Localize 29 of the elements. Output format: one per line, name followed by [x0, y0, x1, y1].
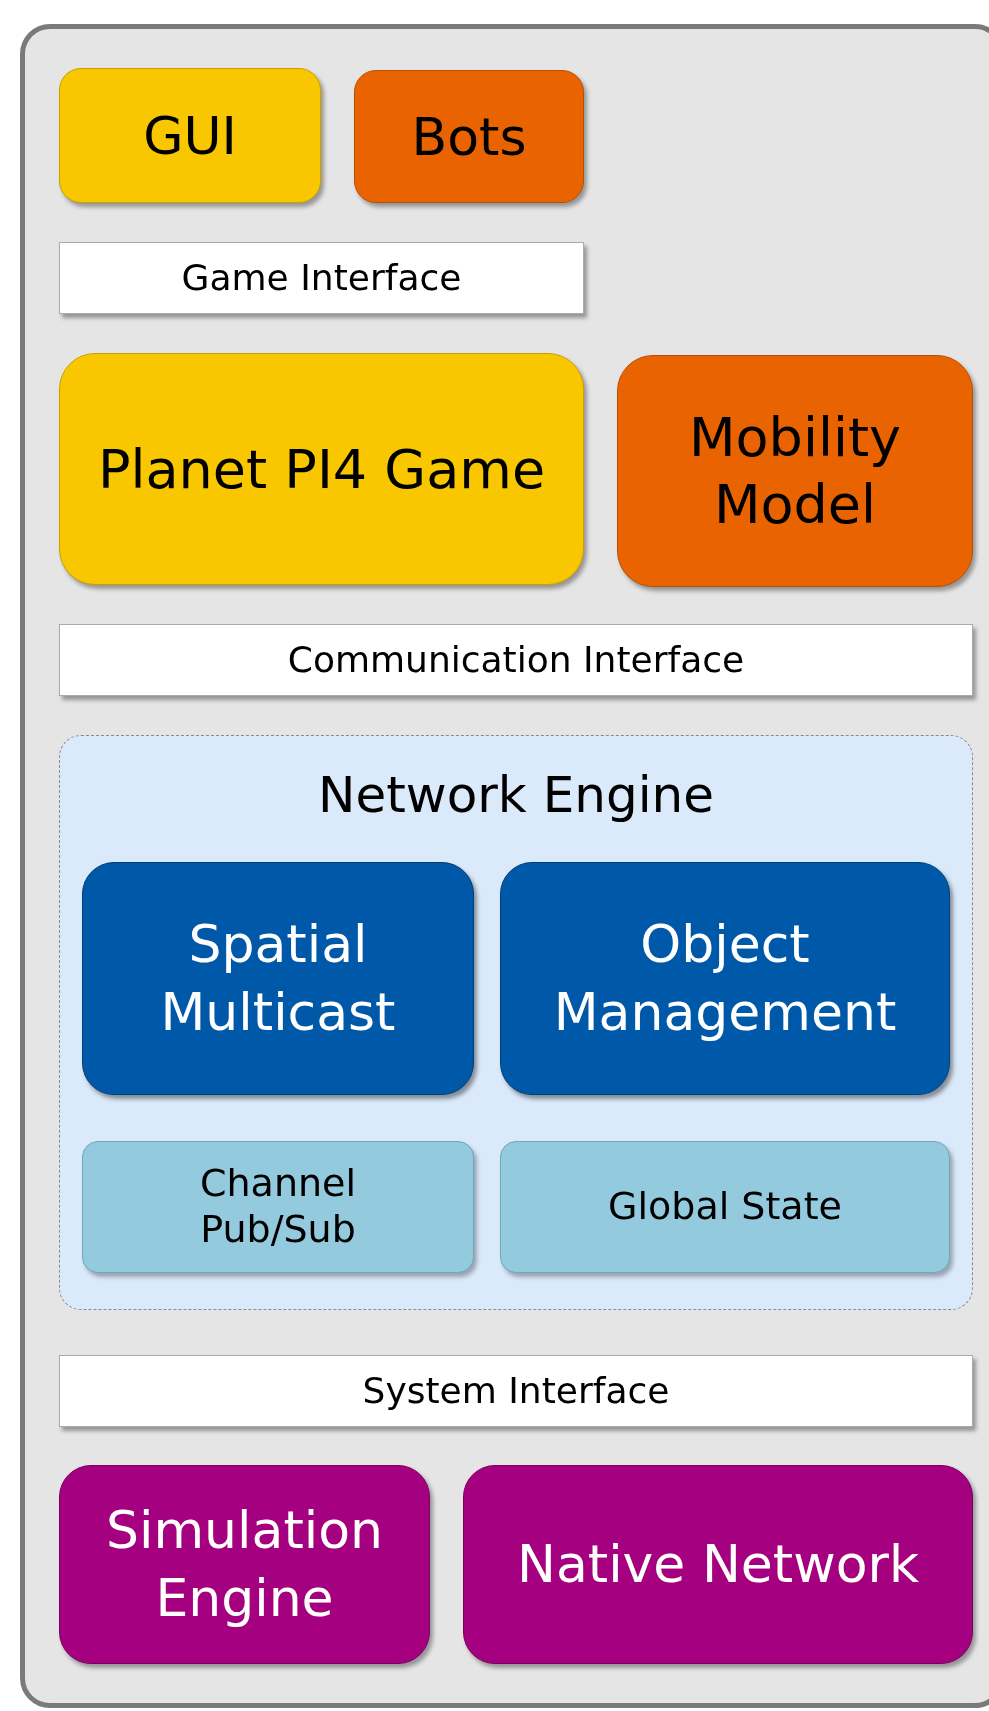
module-box [500, 1141, 950, 1273]
component-box [59, 353, 584, 585]
box-label: Spatial Multicast [159, 912, 397, 1044]
box-label: Object Management [552, 912, 898, 1044]
group-title: Network Engine [318, 765, 714, 826]
component-box [59, 68, 321, 203]
interface-bar [59, 1355, 973, 1427]
box-label: Channel Pub/Sub [199, 1161, 357, 1253]
group-panel [59, 735, 973, 1310]
module-box [500, 862, 950, 1095]
bar-label: System Interface [362, 1369, 670, 1413]
box-label: Mobility Model [687, 404, 902, 538]
module-box [82, 1141, 474, 1273]
platform-box [463, 1465, 973, 1664]
bar-label: Game Interface [181, 256, 462, 300]
box-label: Simulation Engine [105, 1498, 384, 1630]
box-label: Bots [411, 105, 527, 169]
platform-box [59, 1465, 430, 1664]
module-box [82, 862, 474, 1095]
box-label: Planet PI4 Game [97, 436, 546, 503]
interface-bar [59, 242, 584, 314]
interface-bar [59, 624, 973, 696]
bar-label: Communication Interface [287, 638, 745, 682]
box-label: Global State [608, 1184, 842, 1230]
box-label: Native Network [517, 1532, 919, 1596]
frame-panel [20, 24, 989, 1708]
component-box [354, 70, 584, 203]
component-box [617, 355, 973, 587]
box-label: GUI [143, 104, 237, 168]
